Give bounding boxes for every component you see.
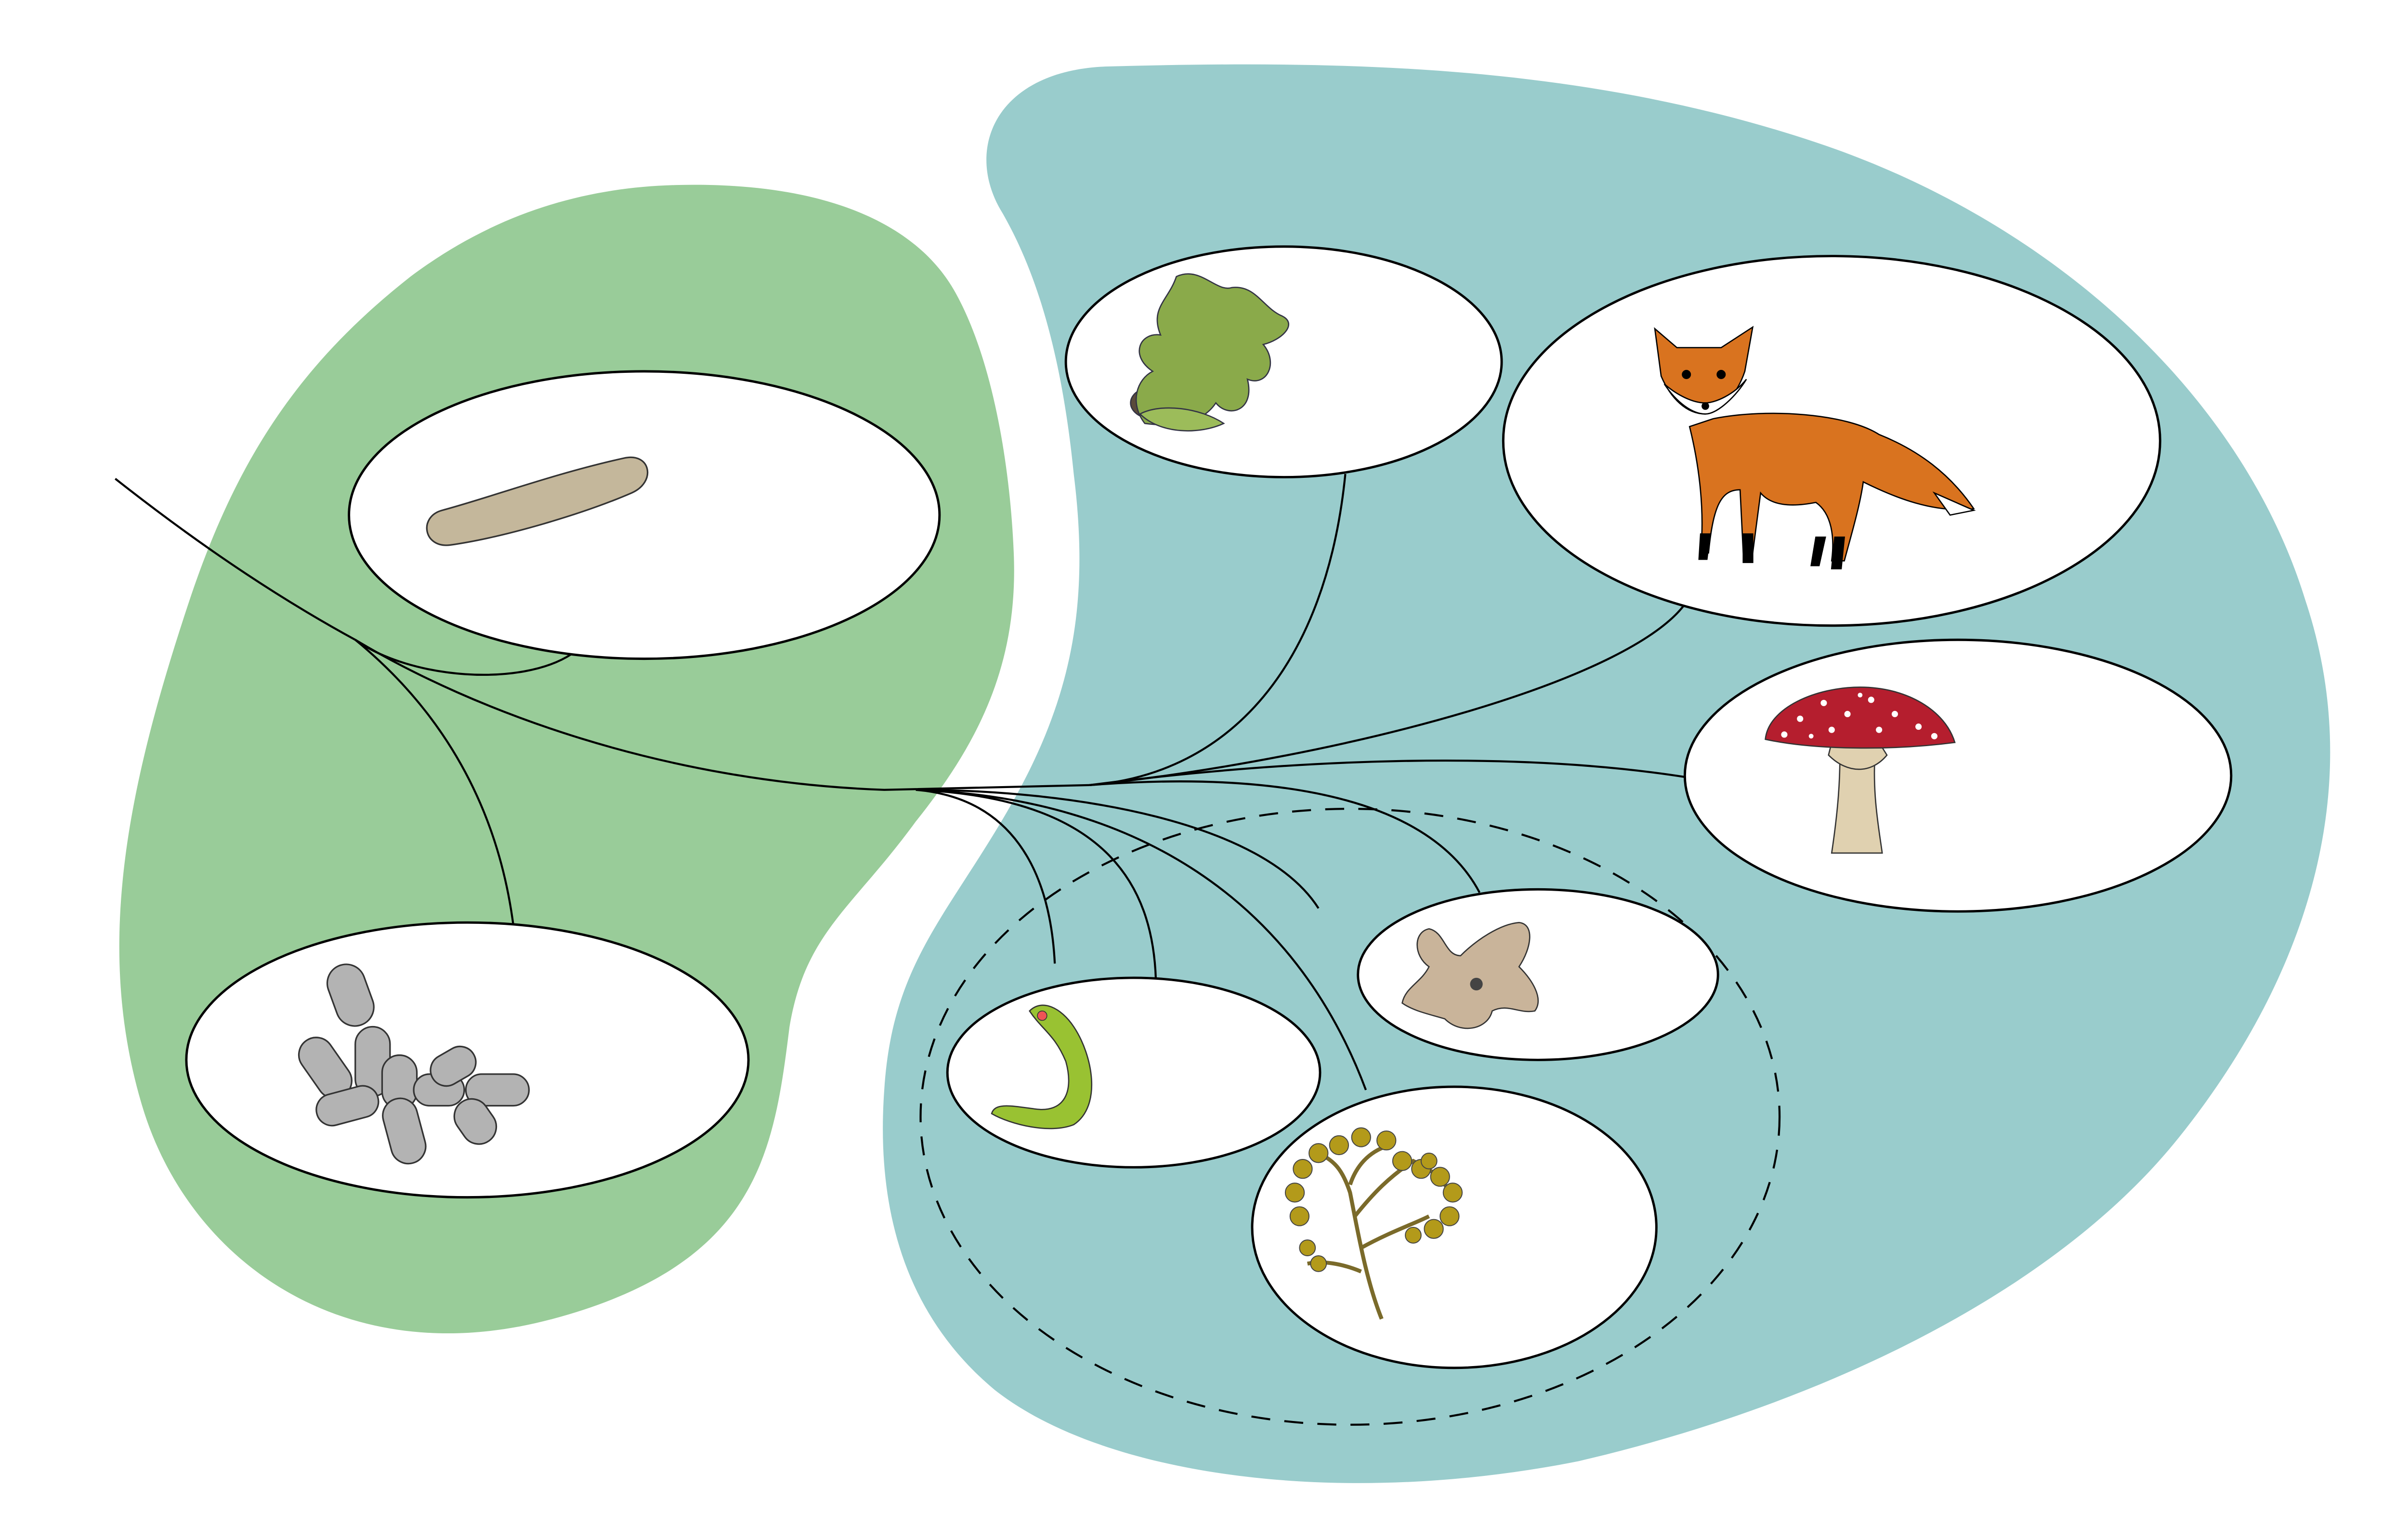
phylogenetic-tree — [115, 474, 1691, 1091]
lichen-bubble — [1064, 245, 1503, 479]
amoeba-nucleus-icon — [1470, 977, 1483, 991]
bacillus-bubble — [348, 370, 941, 660]
lichen-icon — [1130, 273, 1289, 432]
bacteria-cluster-icon — [298, 963, 530, 1165]
seaweed-bubble — [1251, 1085, 1658, 1369]
seaweed-icon — [1284, 1127, 1463, 1320]
euglena-bubble — [946, 976, 1322, 1169]
amoeba-bubble — [1357, 888, 1719, 1061]
euglena-icon — [991, 1004, 1093, 1130]
protist-group-outline — [919, 807, 1781, 1426]
mushroom-bubble — [1683, 638, 2233, 913]
bacillus-icon — [426, 456, 649, 546]
euglena-eyespot-icon — [1037, 1010, 1047, 1021]
mushroom-icon — [1765, 686, 1956, 854]
amoeba-icon — [1401, 921, 1539, 1029]
fox-icon — [1654, 326, 1976, 570]
